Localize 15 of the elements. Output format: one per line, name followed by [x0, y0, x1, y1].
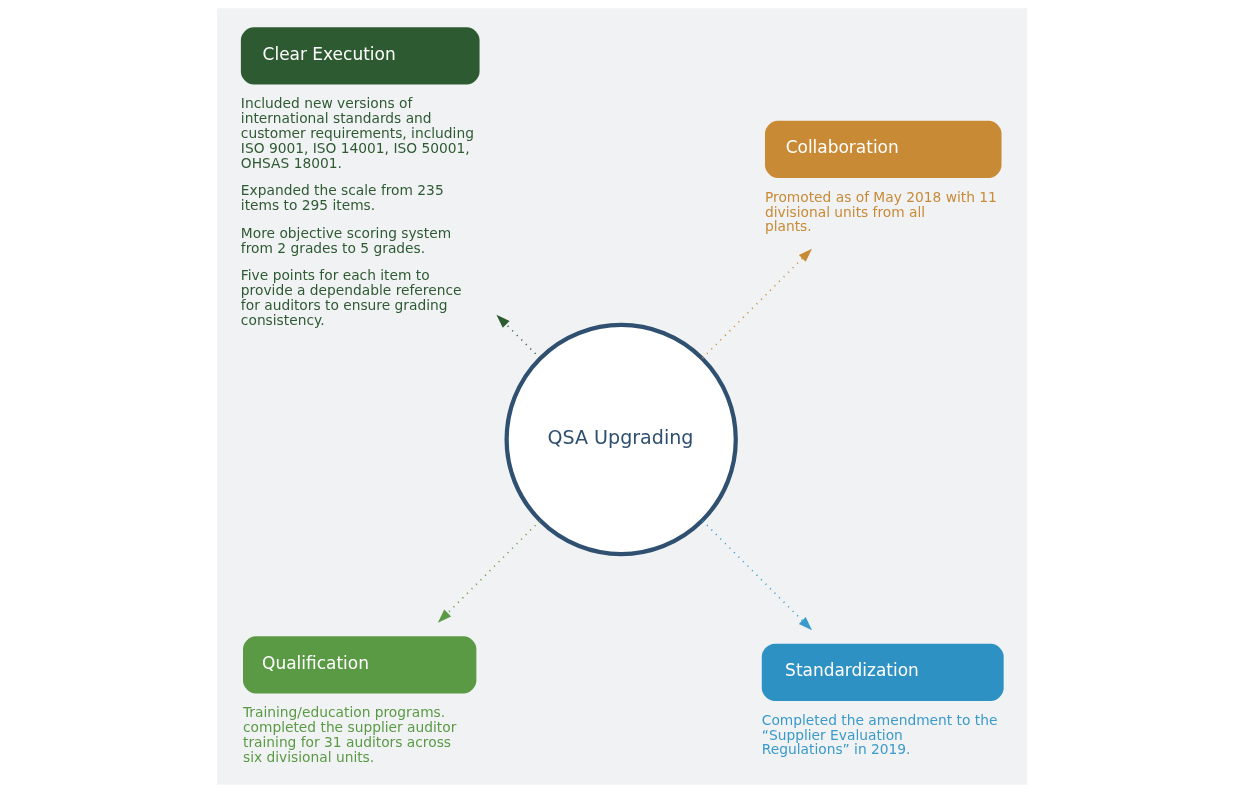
node-box: Clear Execution: [240, 27, 480, 85]
node-label: Five points for each item to provide a dependable reference for auditors to ensure grading consistency.: [240, 267, 461, 328]
arrow: [701, 248, 812, 359]
arrow: [701, 520, 812, 631]
arrow: [437, 520, 541, 623]
node-box: Collaboration: [764, 120, 1002, 178]
node-label: Included new versions of international standards and customer requirements, including ISO 9001, ISO 14001, ISO 50001, OHSAS 18001.: [240, 95, 474, 171]
node-label: Completed the amendment to the “Supplier Evaluation Regulations” in 2019.: [761, 711, 997, 758]
node-label: Training/education programs. completed the supplier auditor training for 31 auditors across six divisional units.: [242, 704, 456, 765]
node-box: Qualification: [242, 636, 476, 694]
node-label: Promoted as of May 2018 with 11 divisional units from all plants.: [764, 188, 997, 235]
node-label: Expanded the scale from 235 items to 295 items.: [240, 182, 444, 214]
arrow: [495, 314, 541, 359]
node-box: Standardization: [761, 643, 1004, 701]
node-label: More objective scoring system from 2 grades to 5 grades.: [240, 224, 451, 256]
